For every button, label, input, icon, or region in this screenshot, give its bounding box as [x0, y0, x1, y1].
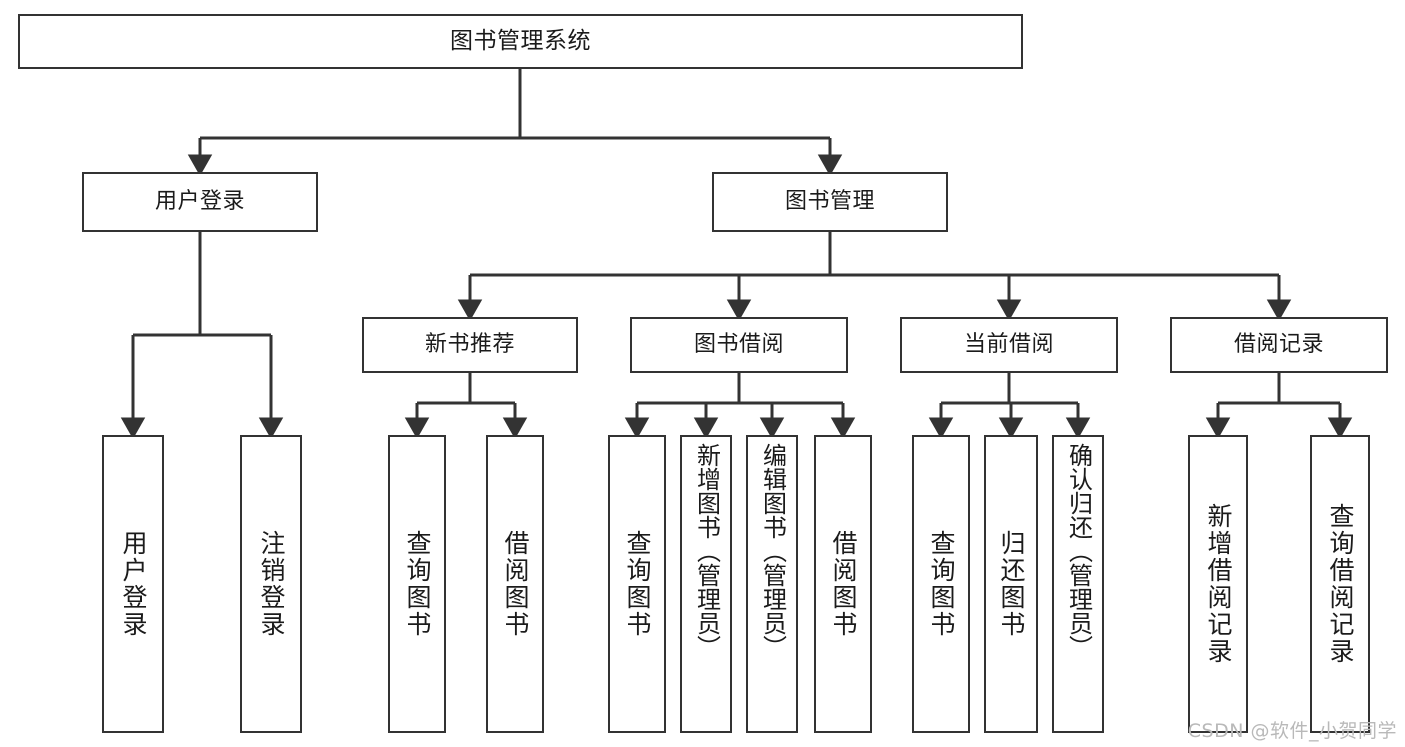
node-label: 借阅图书	[829, 530, 858, 638]
node-leaf-logout[interactable]: 注销登录	[240, 435, 302, 733]
node-label: 查询图书	[403, 530, 432, 638]
node-user-login[interactable]: 用户登录	[82, 172, 318, 232]
node-current-borrowing[interactable]: 当前借阅	[900, 317, 1118, 373]
node-label: 图书管理系统	[450, 27, 591, 54]
node-leaf-query-book-2[interactable]: 查询图书	[608, 435, 666, 733]
node-leaf-query-borrow-record[interactable]: 查询借阅记录	[1310, 435, 1370, 733]
node-leaf-add-borrow-record[interactable]: 新增借阅记录	[1188, 435, 1248, 733]
node-label: 查询图书	[623, 530, 652, 638]
node-leaf-borrow-book-2[interactable]: 借阅图书	[814, 435, 872, 733]
node-label: 图书借阅	[693, 331, 784, 357]
node-leaf-borrow-book-1[interactable]: 借阅图书	[486, 435, 544, 733]
node-label: 归还图书	[997, 530, 1026, 638]
node-leaf-user-login[interactable]: 用户登录	[102, 435, 164, 733]
node-label: 新书推荐	[424, 331, 515, 357]
node-label: 查询借阅记录	[1326, 503, 1355, 665]
node-label: 借阅记录	[1233, 331, 1324, 357]
node-root-system[interactable]: 图书管理系统	[18, 14, 1023, 69]
node-label: 编辑图书（管理员）	[758, 443, 787, 659]
node-leaf-add-book-admin[interactable]: 新增图书（管理员）	[680, 435, 732, 733]
node-label: 确认归还（管理员）	[1064, 443, 1093, 659]
node-label: 用户登录	[119, 530, 148, 638]
node-label: 图书管理	[784, 188, 875, 214]
node-label: 查询图书	[927, 530, 956, 638]
node-book-management[interactable]: 图书管理	[712, 172, 948, 232]
node-leaf-query-book-1[interactable]: 查询图书	[388, 435, 446, 733]
node-label: 新增图书（管理员）	[692, 443, 721, 659]
node-leaf-edit-book-admin[interactable]: 编辑图书（管理员）	[746, 435, 798, 733]
node-label: 当前借阅	[963, 331, 1054, 357]
node-label: 借阅图书	[501, 530, 530, 638]
node-borrowing-record[interactable]: 借阅记录	[1170, 317, 1388, 373]
node-leaf-confirm-return-admin[interactable]: 确认归还（管理员）	[1052, 435, 1104, 733]
node-label: 用户登录	[154, 188, 245, 214]
node-book-borrowing[interactable]: 图书借阅	[630, 317, 848, 373]
node-leaf-query-book-3[interactable]: 查询图书	[912, 435, 970, 733]
node-label: 新增借阅记录	[1204, 503, 1233, 665]
node-new-book-recommendation[interactable]: 新书推荐	[362, 317, 578, 373]
node-leaf-return-book[interactable]: 归还图书	[984, 435, 1038, 733]
node-label: 注销登录	[257, 530, 286, 638]
